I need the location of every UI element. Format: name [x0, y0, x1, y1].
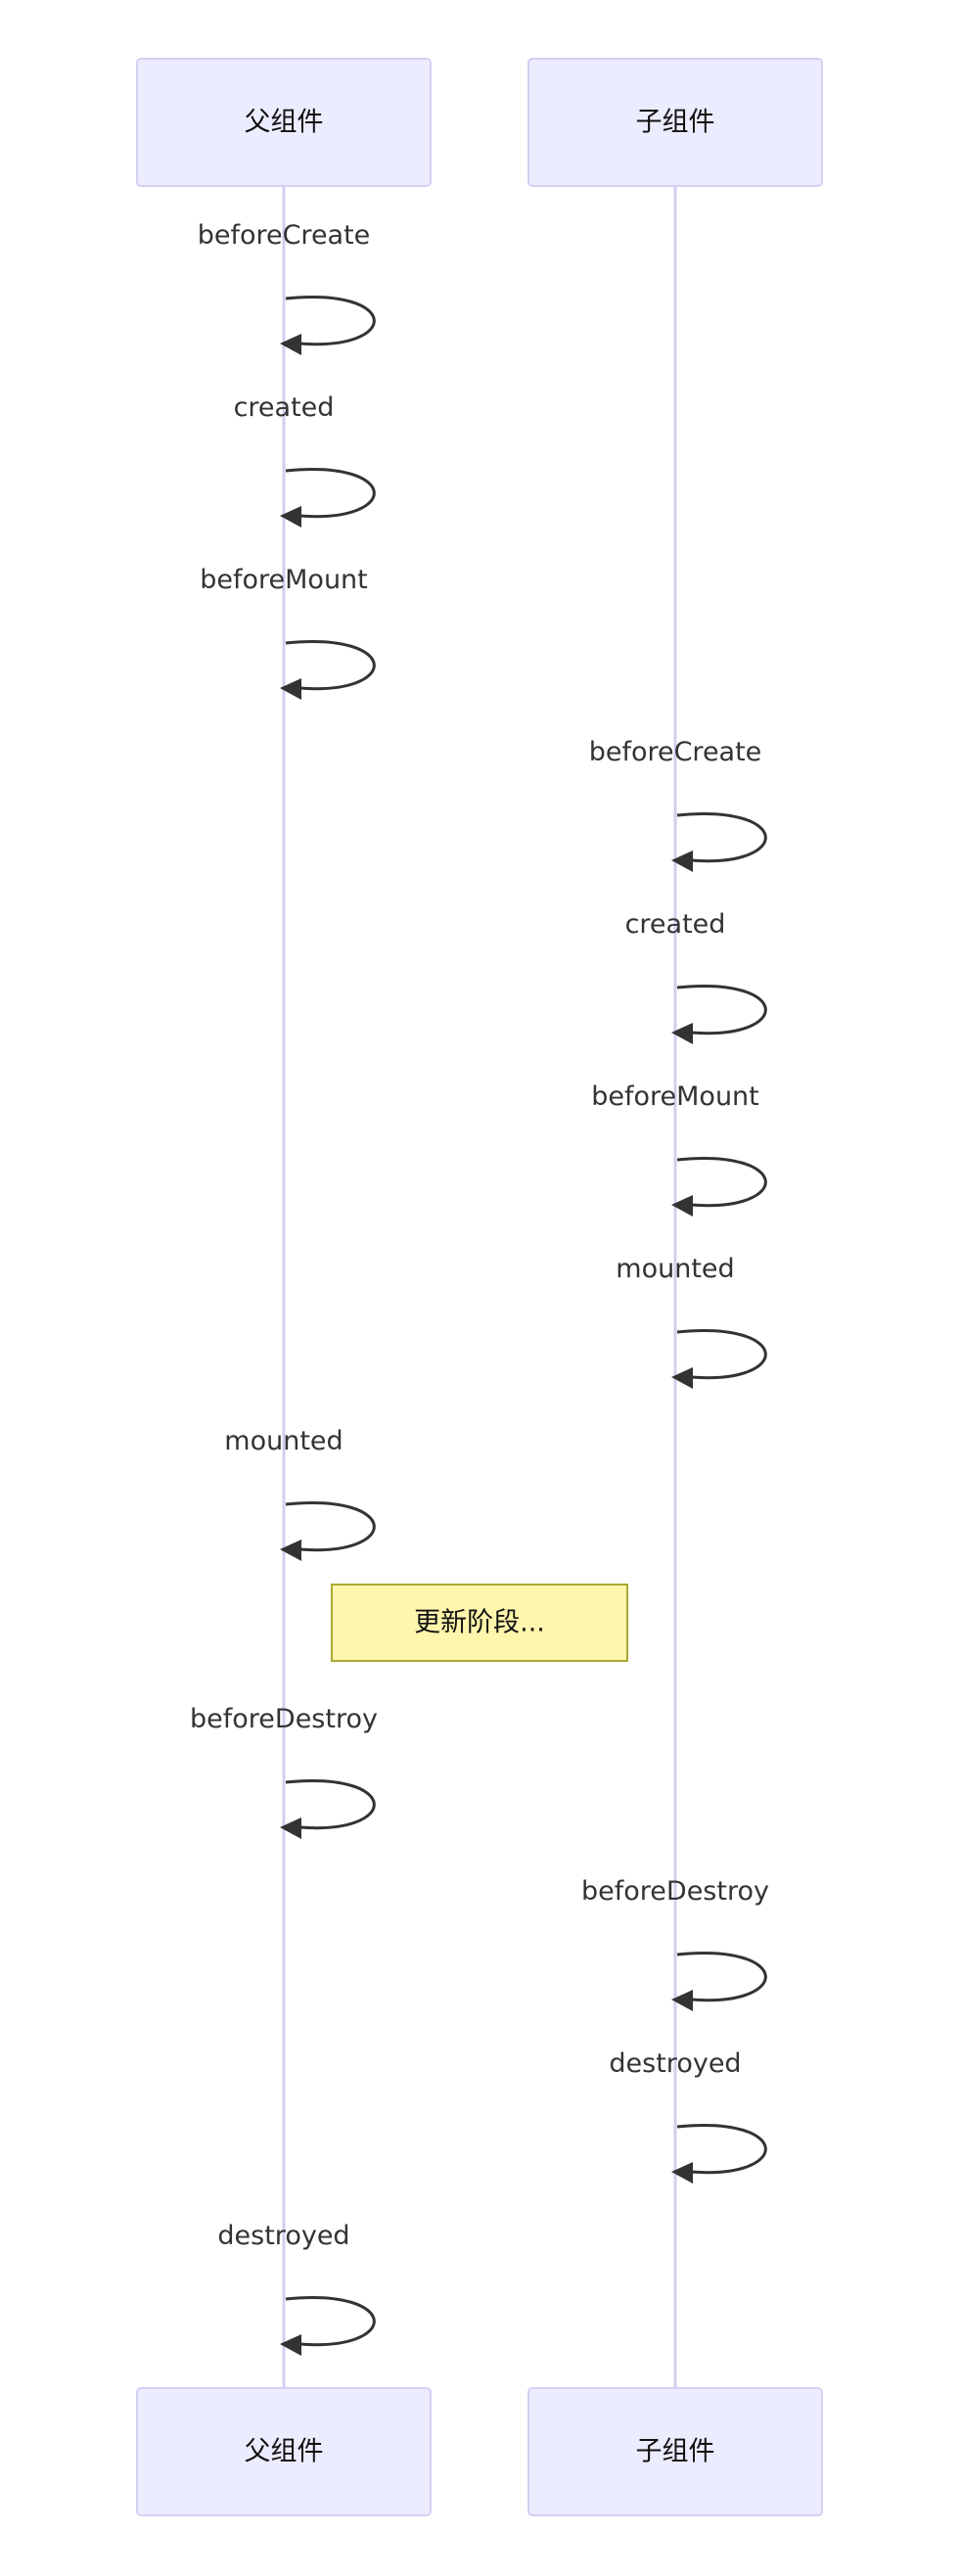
self-message-child: beforeMount	[591, 1081, 767, 1217]
loop-arrow	[285, 1779, 376, 1830]
loop-arrow	[285, 296, 376, 346]
arrowhead-icon	[671, 2162, 693, 2184]
loop-arrow	[676, 985, 767, 1035]
arrowhead-icon	[671, 1195, 693, 1217]
message-label: created	[625, 909, 726, 940]
arrowhead-icon	[671, 1990, 693, 2011]
actor-parent-top: 父组件	[136, 58, 432, 187]
message-label: beforeDestroy	[581, 1876, 769, 1907]
self-message-parent: destroyed	[217, 2221, 376, 2356]
note-text: 更新阶段...	[414, 1608, 545, 1638]
self-message-child: created	[625, 909, 767, 1044]
arrowhead-icon	[280, 2334, 301, 2356]
self-message-child: beforeCreate	[589, 737, 767, 872]
actor-box	[136, 58, 432, 187]
actor-box	[527, 2387, 823, 2516]
message-label: beforeMount	[591, 1081, 759, 1112]
message-label: beforeCreate	[198, 220, 371, 251]
actor-child-top: 子组件	[527, 58, 823, 187]
loop-arrow	[676, 1952, 767, 2002]
message-label: created	[234, 392, 335, 423]
loop-arrow	[676, 812, 767, 863]
loop-arrow	[676, 1157, 767, 1208]
loop-arrow	[285, 468, 376, 519]
self-message-parent: created	[234, 392, 376, 528]
actor-label: 子组件	[636, 2437, 715, 2467]
arrowhead-icon	[671, 851, 693, 872]
loop-arrow	[285, 2296, 376, 2347]
message-label: destroyed	[609, 2048, 741, 2079]
loop-arrow	[285, 1501, 376, 1552]
self-message-parent: beforeDestroy	[190, 1704, 378, 1839]
actor-label: 子组件	[636, 108, 715, 138]
message-label: beforeCreate	[589, 737, 762, 767]
arrowhead-icon	[280, 678, 301, 700]
arrowhead-icon	[280, 506, 301, 528]
actor-label: 父组件	[245, 2437, 324, 2467]
actor-label: 父组件	[245, 108, 324, 138]
self-message-child: mounted	[616, 1254, 767, 1389]
message-label: beforeDestroy	[190, 1704, 378, 1734]
arrowhead-icon	[671, 1023, 693, 1044]
self-message-parent: mounted	[224, 1426, 376, 1561]
arrowhead-icon	[671, 1367, 693, 1389]
message-label: beforeMount	[200, 565, 368, 595]
actor-box	[527, 58, 823, 187]
message-label: mounted	[616, 1254, 734, 1284]
loop-arrow	[676, 2124, 767, 2175]
note-box	[331, 1584, 628, 1662]
self-message-child: beforeDestroy	[581, 1876, 769, 2011]
self-message-parent: beforeCreate	[198, 220, 376, 355]
self-message-parent: beforeMount	[200, 565, 376, 700]
arrowhead-icon	[280, 334, 301, 355]
arrowhead-icon	[280, 1540, 301, 1561]
loop-arrow	[676, 1329, 767, 1380]
message-label: destroyed	[217, 2221, 349, 2251]
note: 更新阶段...	[331, 1584, 628, 1662]
message-label: mounted	[224, 1426, 343, 1456]
arrowhead-icon	[280, 1817, 301, 1839]
actor-box	[136, 2387, 432, 2516]
loop-arrow	[285, 640, 376, 691]
actor-child-bottom: 子组件	[527, 2387, 823, 2516]
actor-parent-bottom: 父组件	[136, 2387, 432, 2516]
self-message-child: destroyed	[609, 2048, 767, 2184]
